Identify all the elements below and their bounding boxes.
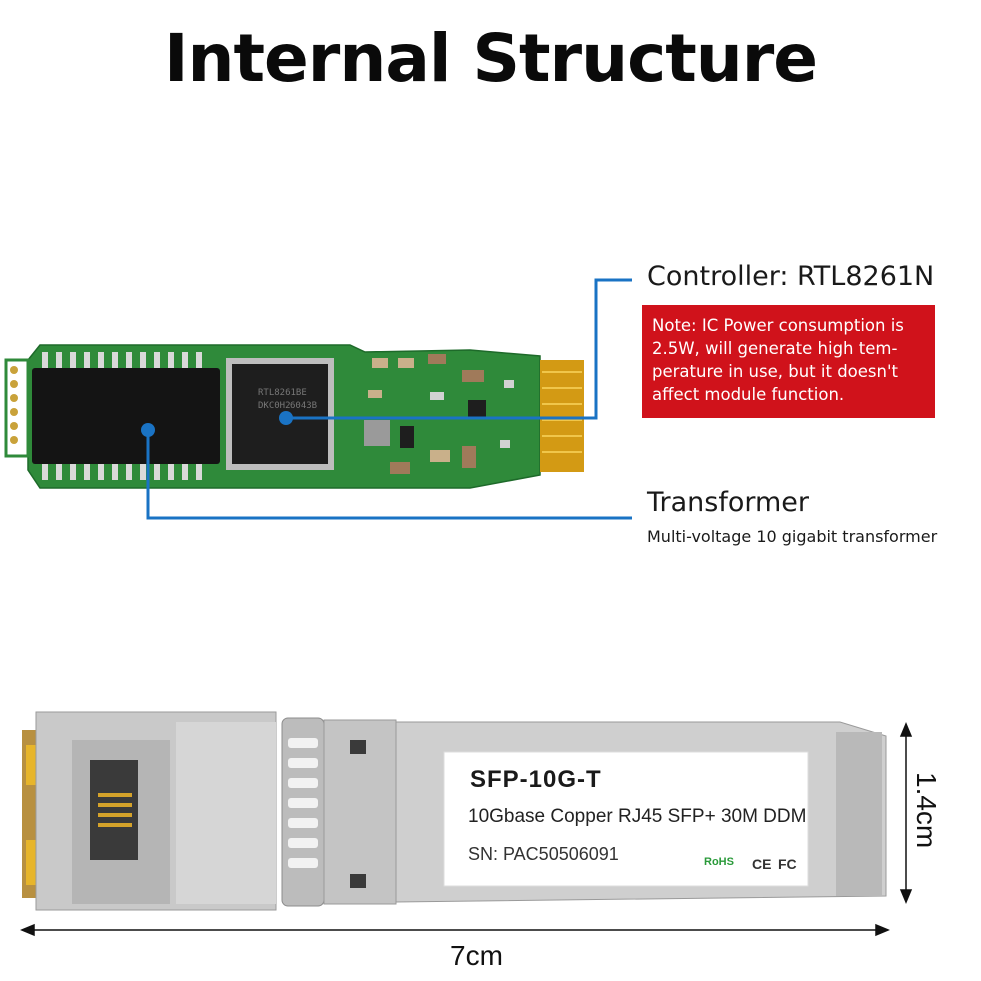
transformer-callout-dot (141, 423, 155, 437)
controller-chip (232, 364, 328, 464)
length-dimension (20, 923, 890, 937)
height-label: 1.4cm (911, 772, 942, 849)
transformer-label: Transformer (647, 487, 810, 518)
note-line: perature in use, but it doesn't (652, 362, 898, 381)
sfp-model: SFP-10G-T (470, 766, 602, 793)
gold-connector (540, 360, 584, 472)
transformer-body (32, 368, 220, 464)
chip-mark-3: 6043B (290, 401, 317, 411)
fc-mark: FC (778, 856, 797, 872)
chip-mark-1: RTL8261BE (258, 388, 307, 398)
ce-mark: CE (752, 856, 772, 872)
rohs-mark: RoHS (704, 856, 734, 868)
transformer-callout-line (146, 430, 632, 520)
note-line: 2.5W, will generate high tem- (652, 339, 898, 358)
controller-label: Controller: RTL8261N (647, 261, 935, 292)
left-pads (10, 366, 18, 444)
rj45-port (90, 760, 138, 860)
components (364, 354, 514, 474)
page-title: Internal Structure (163, 20, 818, 97)
power-note: Note: IC Power consumption is 2.5W, will… (642, 305, 935, 418)
sfp-serial: SN: PAC50506091 (468, 844, 619, 864)
sfp-description: 10Gbase Copper RJ45 SFP+ 30M DDM (468, 806, 807, 827)
length-label: 7cm (450, 940, 503, 971)
controller-callout-dot (279, 411, 293, 425)
transformer-pins (42, 352, 202, 480)
height-dimension (899, 722, 913, 904)
controller-callout-line (286, 278, 632, 420)
chip-mark-2: DKC0H2 (258, 401, 291, 411)
transformer-sublabel: Multi-voltage 10 gigabit transformer (647, 527, 938, 546)
note-line: Note: IC Power consumption is (652, 316, 904, 335)
note-line: affect module function. (652, 385, 845, 404)
sfp-label (443, 751, 809, 887)
